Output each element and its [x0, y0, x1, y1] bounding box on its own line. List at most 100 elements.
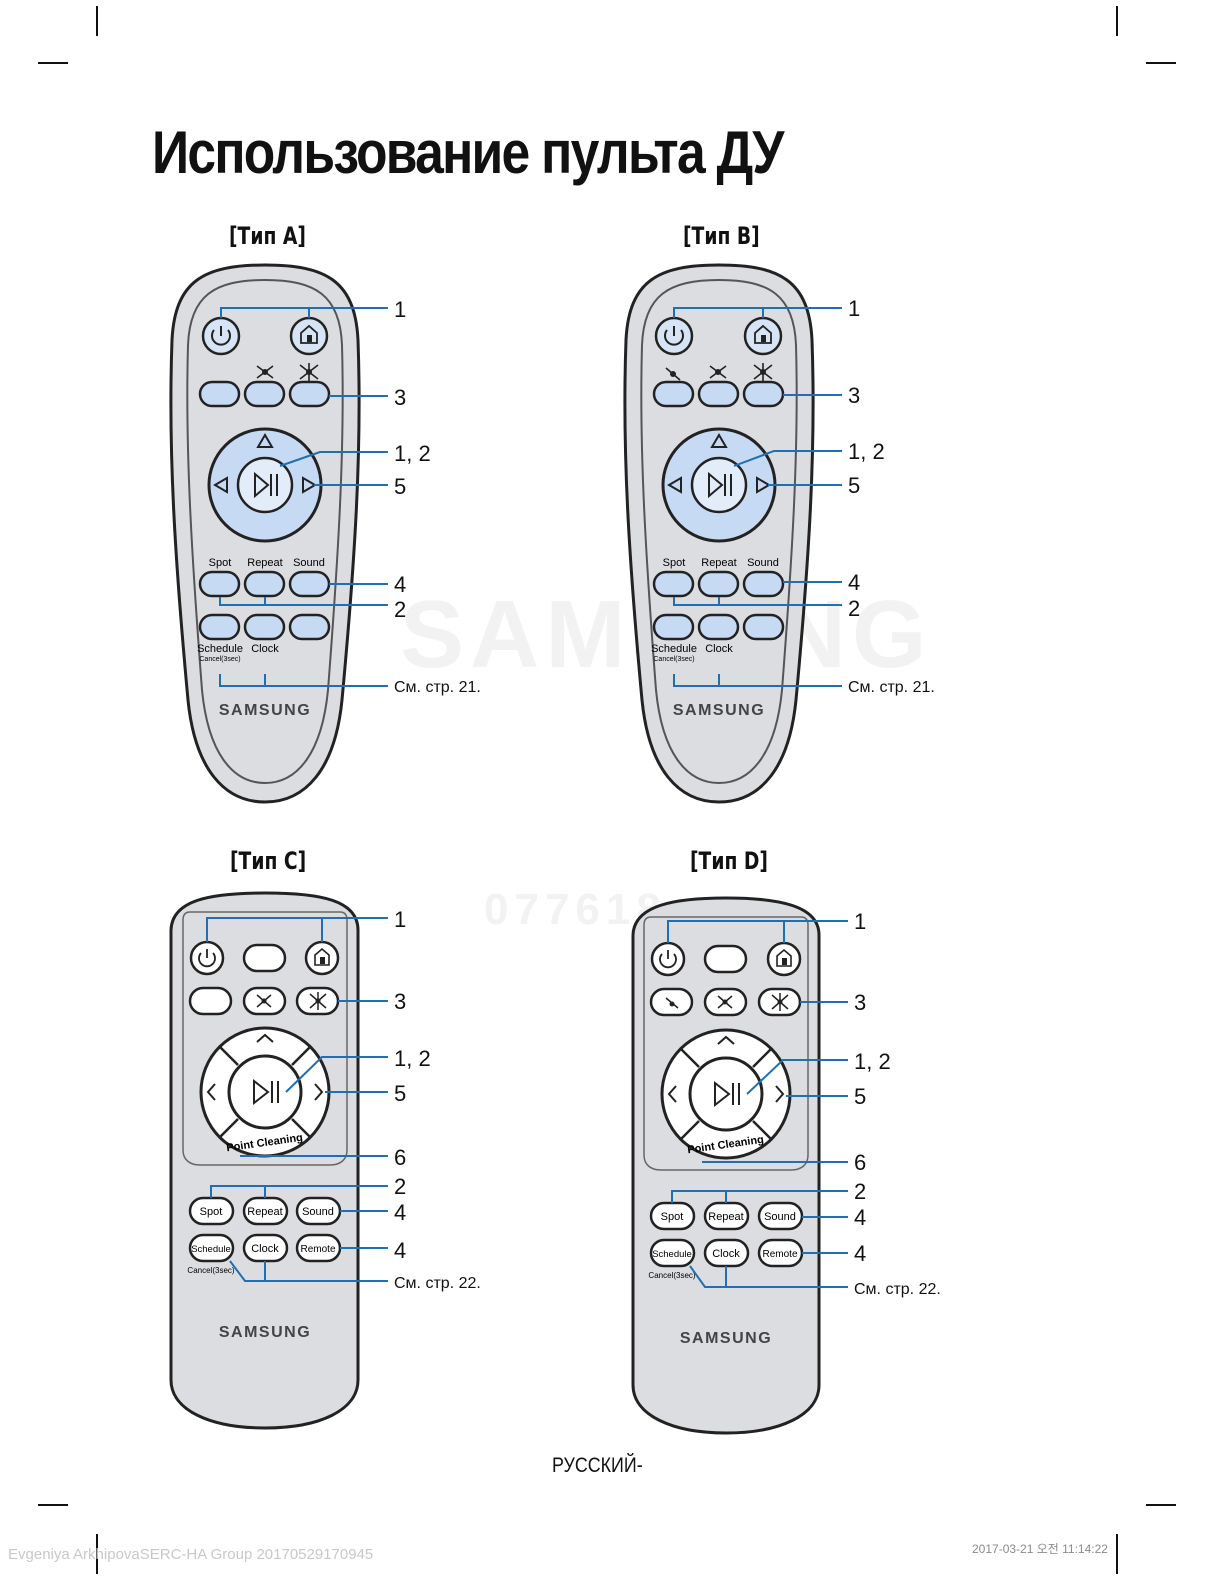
clock-button[interactable]: Clock	[242, 1233, 289, 1263]
callout-3: 3	[394, 989, 406, 1014]
power-button[interactable]	[650, 941, 686, 977]
schedule-button[interactable]: Schedule	[649, 1238, 696, 1268]
callout-lines	[673, 307, 842, 687]
remote-type-c: Point Cleaning Spot Repeat Sound Schedul…	[169, 891, 480, 1430]
repeat-button[interactable]	[243, 570, 286, 598]
btn-label-clock: Clock	[705, 643, 733, 655]
btn-label-remote: Remote	[300, 1244, 335, 1255]
type-a-label: [Тип A]	[229, 222, 306, 250]
left-arrow-icon	[213, 476, 228, 494]
btn-label-clock: Clock	[712, 1248, 740, 1260]
blank-button[interactable]	[242, 943, 287, 973]
schedule-button[interactable]: Schedule	[188, 1233, 235, 1263]
low-fan-button[interactable]	[649, 987, 694, 1017]
callout-2: 2	[854, 1179, 866, 1204]
crop-mark	[1146, 1504, 1176, 1506]
callout-2: 2	[394, 597, 406, 622]
schedule-button[interactable]	[198, 613, 241, 641]
callout-12: 1, 2	[848, 439, 885, 464]
sound-button[interactable]: Sound	[295, 1196, 342, 1226]
left-arrow-icon	[667, 1085, 677, 1103]
blank-button[interactable]	[703, 944, 748, 974]
callout-4: 4	[848, 570, 860, 595]
remote-button[interactable]: Remote	[757, 1238, 804, 1268]
mode-button-3[interactable]	[742, 380, 785, 408]
crop-mark	[96, 1534, 98, 1574]
btn-label-schedule: Schedule	[652, 1249, 692, 1260]
btn-label-repeat: Repeat	[708, 1211, 743, 1223]
play-pause-button[interactable]	[690, 456, 748, 514]
btn-label-schedule: Schedule	[191, 1244, 231, 1255]
mode-button-1[interactable]	[198, 380, 241, 408]
home-charge-button[interactable]	[289, 316, 329, 356]
mode-button-1[interactable]	[188, 986, 233, 1016]
power-button[interactable]	[201, 316, 241, 356]
callout-lines	[206, 917, 388, 1282]
cancel-label: Cancel(3sec)	[648, 1271, 695, 1280]
play-pause-button[interactable]	[688, 1056, 764, 1132]
play-pause-button[interactable]	[227, 1054, 303, 1130]
home-charge-button[interactable]	[766, 941, 802, 977]
clock-button[interactable]	[243, 613, 286, 641]
fan-button[interactable]	[703, 987, 748, 1017]
remote-button[interactable]: Remote	[295, 1233, 342, 1263]
sound-button[interactable]: Sound	[757, 1201, 804, 1231]
remote-type-b: Spot Repeat Sound Schedule Clock Cancel(…	[623, 263, 934, 804]
sound-button[interactable]	[288, 570, 331, 598]
power-button[interactable]	[654, 316, 694, 356]
repeat-button[interactable]: Repeat	[703, 1201, 750, 1231]
spot-button[interactable]: Spot	[188, 1196, 235, 1226]
callout-12: 1, 2	[394, 441, 431, 466]
right-arrow-icon	[775, 1085, 785, 1103]
btn-label-spot: Spot	[200, 1206, 223, 1218]
clock-button[interactable]	[697, 613, 740, 641]
remote-type-d: Point Cleaning Spot Repeat Sound Schedul…	[631, 896, 940, 1435]
callout-5: 5	[848, 473, 860, 498]
blank-button[interactable]	[288, 613, 331, 641]
mode-button-2[interactable]	[243, 380, 286, 408]
crop-mark	[38, 1504, 68, 1506]
btn-label-sound: Sound	[293, 557, 325, 569]
btn-label-spot: Spot	[661, 1211, 684, 1223]
mode-button-2[interactable]	[697, 380, 740, 408]
remote-type-a: Spot Repeat Sound Schedule Clock Cancel(…	[169, 263, 480, 804]
turbo-fan-button[interactable]	[295, 986, 340, 1016]
callout-1: 1	[394, 907, 406, 932]
power-button[interactable]	[189, 940, 225, 976]
btn-label-clock: Clock	[251, 643, 279, 655]
callout-lines	[219, 307, 388, 687]
mode-button-3[interactable]	[288, 380, 331, 408]
callout-labels: 1 3 1, 2 5 4 2 См. стр. 21.	[848, 296, 934, 696]
callout-1: 1	[848, 296, 860, 321]
callout-4b: 4	[854, 1241, 866, 1266]
type-c-label: [Тип C]	[230, 847, 307, 875]
sound-button[interactable]	[742, 570, 785, 598]
repeat-button[interactable]	[697, 570, 740, 598]
home-charge-button[interactable]	[743, 316, 783, 356]
home-charge-button[interactable]	[304, 940, 340, 976]
callout-labels: 1 3 1, 2 5 4 2 См. стр. 21.	[394, 297, 480, 696]
up-arrow-icon	[717, 1035, 735, 1045]
callout-5: 5	[394, 474, 406, 499]
spot-button[interactable]	[652, 570, 695, 598]
schedule-button[interactable]	[652, 613, 695, 641]
callout-page-ref: См. стр. 21.	[848, 679, 934, 696]
clock-button[interactable]: Clock	[703, 1238, 750, 1268]
callout-5: 5	[394, 1081, 406, 1106]
fan-button[interactable]	[242, 986, 287, 1016]
play-pause-button[interactable]	[236, 456, 294, 514]
turbo-fan-icon	[299, 363, 319, 381]
brand-logo: SAMSUNG	[219, 1324, 311, 1341]
blank-button[interactable]	[742, 613, 785, 641]
turbo-fan-button[interactable]	[757, 987, 802, 1017]
right-arrow-icon	[302, 476, 317, 494]
btn-label-repeat: Repeat	[247, 1206, 282, 1218]
callout-4: 4	[394, 572, 406, 597]
crop-mark	[38, 62, 68, 64]
callout-2: 2	[394, 1174, 406, 1199]
brand-logo: SAMSUNG	[219, 702, 311, 719]
spot-button[interactable]: Spot	[649, 1201, 696, 1231]
spot-button[interactable]	[198, 570, 241, 598]
mode-button-1[interactable]	[652, 380, 695, 408]
repeat-button[interactable]: Repeat	[242, 1196, 289, 1226]
